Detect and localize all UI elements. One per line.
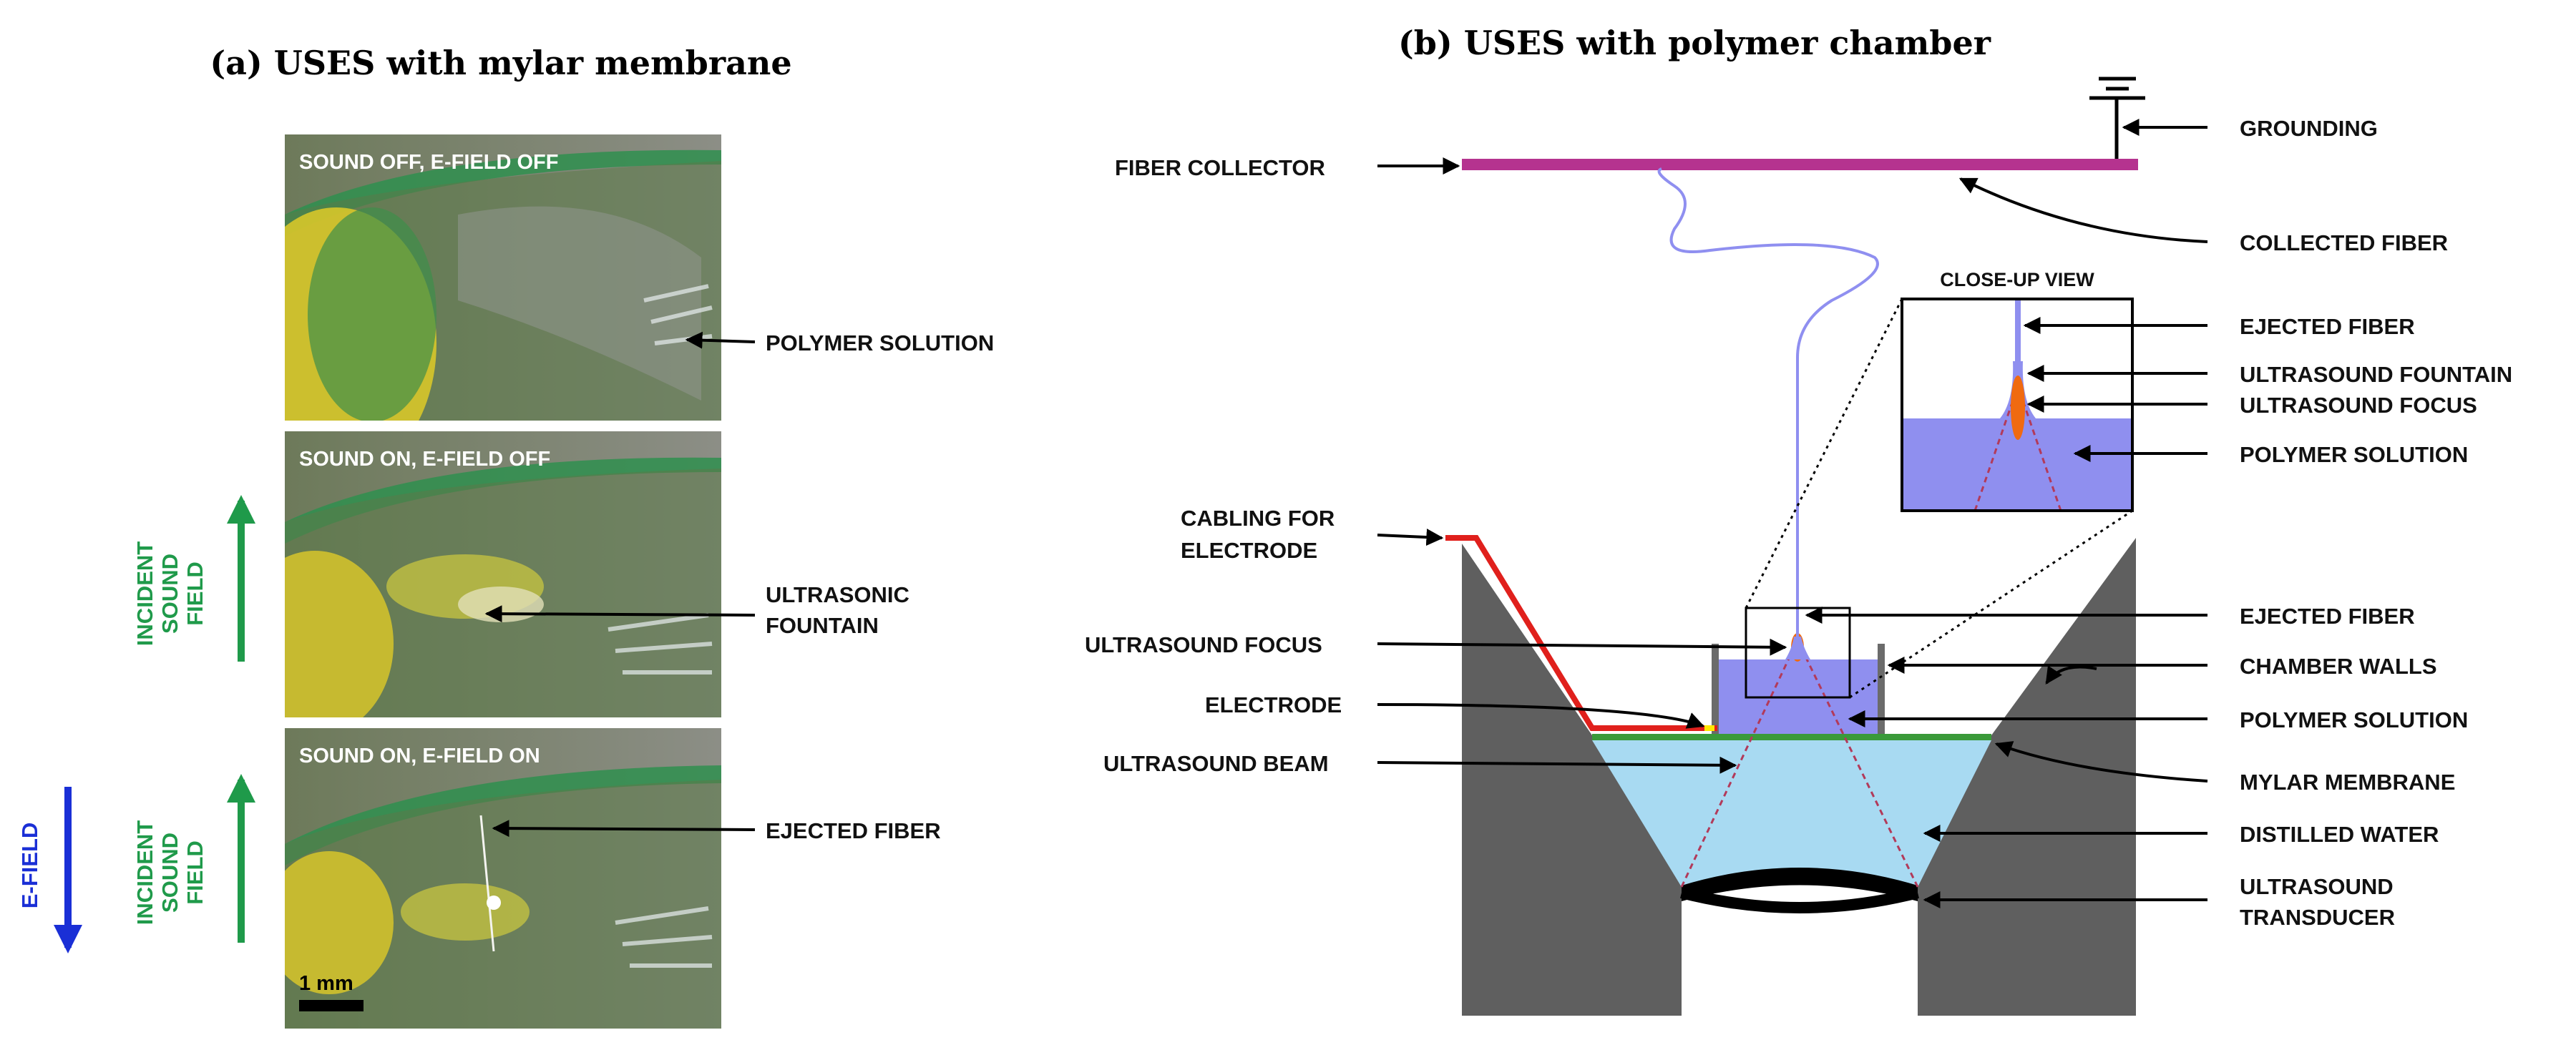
label-collected-fiber: COLLECTED FIBER — [2240, 230, 2448, 255]
electrode — [1704, 725, 1714, 731]
svg-text:SOUND: SOUND — [157, 833, 182, 913]
efield-label: E-FIELD — [17, 823, 42, 909]
distilled-water — [1592, 740, 1991, 887]
scale-bar-label: 1 mm — [299, 972, 353, 995]
panel-a-title: (a) USES with mylar membrane — [210, 44, 791, 82]
label-electrode: ELECTRODE — [1205, 692, 1342, 717]
photo-2-overlay: SOUND ON, E-FIELD OFF — [299, 448, 550, 471]
closeup-title: CLOSE-UP VIEW — [1940, 269, 2094, 290]
incident-sound-field-2: INCIDENT SOUND FIELD — [132, 820, 208, 925]
fiber — [1657, 167, 1879, 637]
label-polymer-solution-b: POLYMER SOLUTION — [2240, 707, 2468, 732]
photo-1-overlay: SOUND OFF, E-FIELD OFF — [299, 151, 559, 174]
ultrasound-beam-left — [1680, 639, 1799, 888]
fiber-collector — [1462, 159, 2138, 170]
ultrasound-beam-right — [1796, 639, 1919, 888]
svg-text:INCIDENT: INCIDENT — [132, 541, 157, 646]
label-cabling-1: CABLING FOR — [1181, 506, 1335, 531]
label-cabling-2: ELECTRODE — [1181, 538, 1317, 563]
label-ejected-fiber-b: EJECTED FIBER — [2240, 604, 2415, 629]
label-transducer-2: TRANSDUCER — [2240, 905, 2395, 930]
ultrasound-transducer — [1682, 868, 1918, 901]
closeup-source-box — [1745, 607, 1851, 699]
photo-3 — [285, 728, 721, 1029]
mylar-membrane — [1592, 734, 1991, 740]
photo-3-overlay: SOUND ON, E-FIELD ON — [299, 745, 540, 767]
label-ejected-fiber-a: EJECTED FIBER — [766, 818, 941, 843]
arrow-polymer-solution — [685, 331, 756, 349]
arrow-ultrasonic-fountain — [484, 605, 756, 623]
label-distilled-water: DISTILLED WATER — [2240, 822, 2439, 847]
panel-b-title: (b) USES with polymer chamber — [1398, 24, 1991, 62]
cabling-electrode — [1445, 535, 1717, 731]
chamber-wall-left — [1462, 544, 1682, 1016]
label-polymer-solution-a: POLYMER SOLUTION — [766, 330, 994, 355]
label-closeup-focus: ULTRASOUND FOCUS — [2240, 393, 2477, 418]
label-closeup-fountain: ULTRASOUND FOUNTAIN — [2240, 362, 2512, 387]
label-ultrasonic-fountain-1: ULTRASONIC — [766, 582, 909, 607]
label-closeup-ejected-fiber: EJECTED FIBER — [2240, 314, 2415, 339]
chamber-wall-small-right — [1878, 644, 1885, 734]
arrow-ejected-fiber-a — [492, 820, 756, 838]
photo-1 — [285, 134, 721, 421]
label-mylar-membrane: MYLAR MEMBRANE — [2240, 770, 2455, 795]
chamber-wall-right — [1918, 538, 2136, 1016]
scale-bar — [299, 1000, 364, 1011]
label-fiber-collector: FIBER COLLECTOR — [1115, 155, 1325, 180]
svg-text:INCIDENT: INCIDENT — [132, 820, 157, 925]
svg-text:FIELD: FIELD — [182, 840, 208, 905]
label-chamber-walls: CHAMBER WALLS — [2240, 654, 2437, 679]
label-grounding: GROUNDING — [2240, 116, 2378, 141]
label-closeup-polymer: POLYMER SOLUTION — [2240, 442, 2468, 467]
label-ultrasound-focus: ULTRASOUND FOCUS — [1085, 632, 1322, 657]
chamber-wall-small-left — [1712, 644, 1719, 734]
label-ultrasound-beam: ULTRASOUND BEAM — [1103, 751, 1329, 776]
svg-text:SOUND: SOUND — [157, 554, 182, 634]
grounding-symbol — [2089, 77, 2145, 160]
label-ultrasonic-fountain-2: FOUNTAIN — [766, 613, 879, 638]
photo-2 — [285, 431, 721, 717]
label-transducer-1: ULTRASOUND — [2240, 874, 2394, 899]
incident-sound-field-1: INCIDENT SOUND FIELD — [132, 541, 208, 646]
svg-text:FIELD: FIELD — [182, 561, 208, 626]
